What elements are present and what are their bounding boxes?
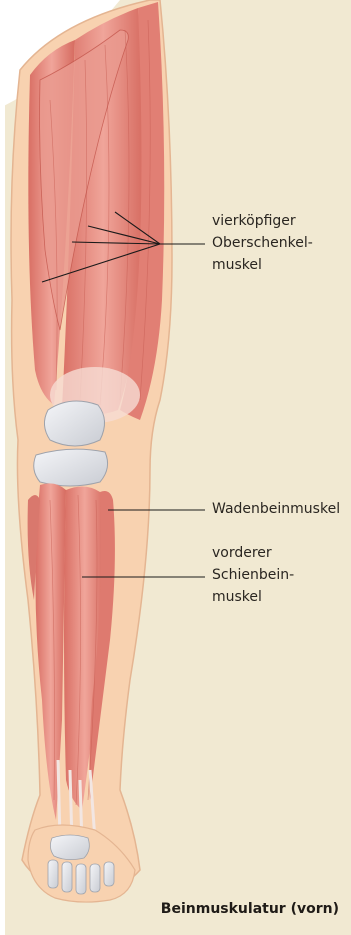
figure-caption: Beinmuskulatur (vorn) xyxy=(161,901,339,917)
knee-joint xyxy=(34,449,108,486)
label-quadriceps: vierköpfiger Oberschenkel- muskel xyxy=(212,210,313,276)
label-peroneus: Wadenbeinmuskel xyxy=(212,498,340,520)
label-tibialis: vorderer Schienbein- muskel xyxy=(212,542,294,608)
patella xyxy=(44,401,104,446)
